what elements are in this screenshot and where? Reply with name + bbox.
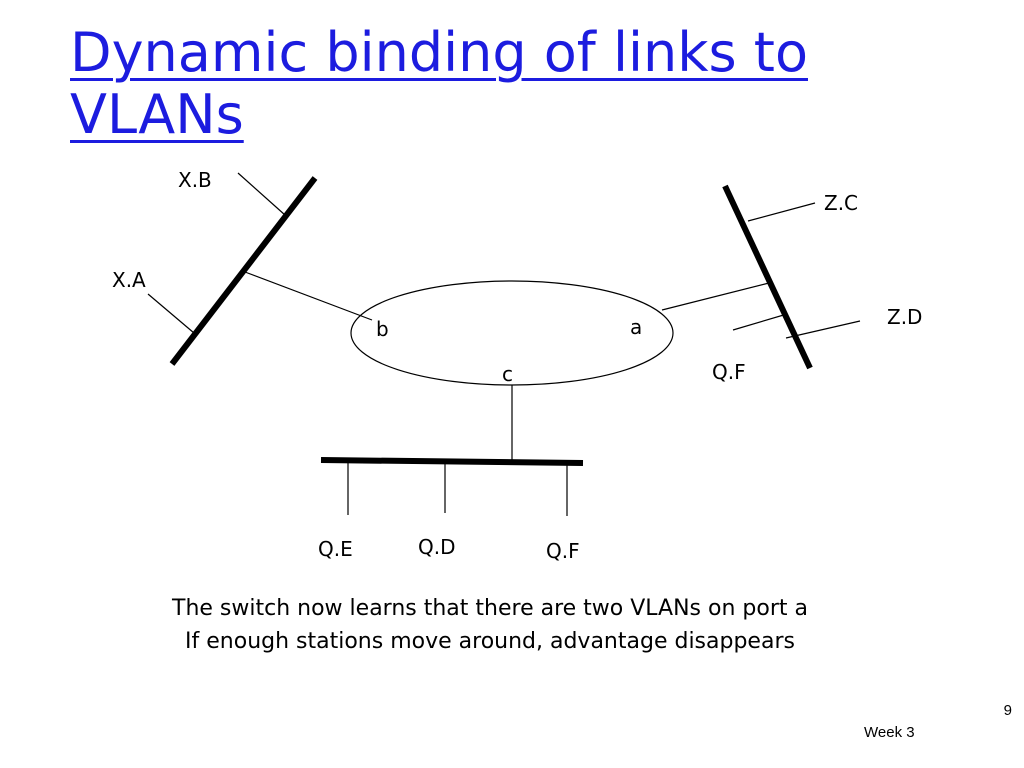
station-label-qf-bottom: Q.F bbox=[546, 539, 580, 563]
port-label-b: b bbox=[376, 317, 389, 341]
station-label-qe: Q.E bbox=[318, 537, 353, 561]
bottom-lan-bus bbox=[320, 457, 584, 466]
link-port-a bbox=[661, 282, 770, 311]
link-port-b bbox=[244, 271, 373, 321]
right-lan-drop-qf bbox=[732, 313, 788, 331]
left-lan-drop-xb bbox=[237, 172, 286, 216]
station-label-xa: X.A bbox=[112, 268, 146, 292]
port-label-c: c bbox=[502, 362, 513, 386]
slide-caption: The switch now learns that there are two… bbox=[60, 592, 920, 658]
right-lan-drop-zc bbox=[747, 202, 816, 222]
right-lan-bus bbox=[722, 184, 813, 370]
station-label-zd: Z.D bbox=[887, 305, 922, 329]
station-label-zc: Z.C bbox=[824, 191, 858, 215]
right-lan-drop-zd bbox=[785, 320, 861, 339]
footer-week: Week 3 bbox=[864, 724, 915, 741]
caption-line-1: The switch now learns that there are two… bbox=[172, 596, 808, 621]
left-lan-drop-xa bbox=[147, 293, 195, 334]
slide-title: Dynamic binding of links to VLANs bbox=[70, 21, 808, 146]
station-label-qd: Q.D bbox=[418, 535, 456, 559]
station-label-qf-right: Q.F bbox=[712, 360, 746, 384]
caption-line-2: If enough stations move around, advantag… bbox=[185, 629, 795, 654]
page-number: 9 bbox=[1003, 702, 1012, 719]
port-label-a: a bbox=[630, 315, 642, 339]
station-label-xb: X.B bbox=[178, 168, 212, 192]
left-lan-bus bbox=[169, 176, 318, 366]
